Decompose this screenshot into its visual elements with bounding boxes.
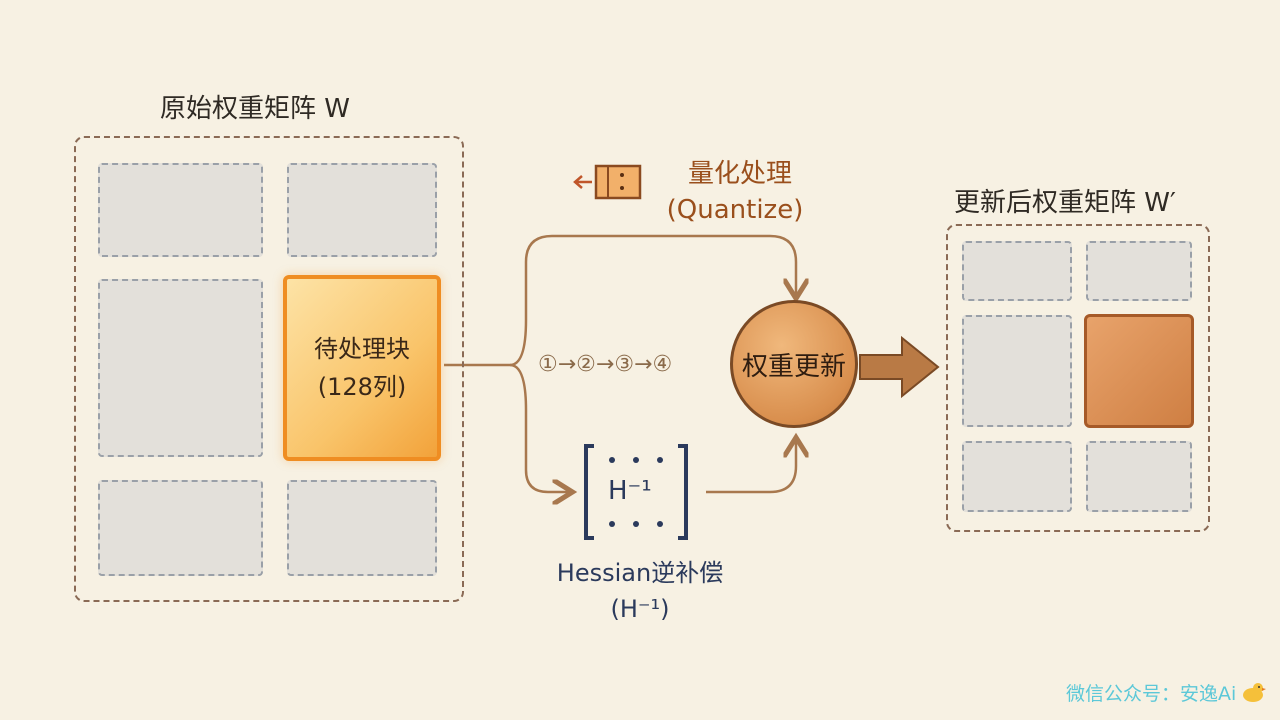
updated-block <box>1084 314 1194 428</box>
active-block-columns: (128列) <box>317 373 407 401</box>
quantize-box-icon <box>573 164 642 200</box>
quantize-sublabel: (Quantize) <box>666 195 804 225</box>
duck-icon <box>1243 683 1266 702</box>
hessian-sublabel: (H⁻¹) <box>610 595 670 623</box>
updated-matrix-title: 更新后权重矩阵 W′ <box>954 188 1176 218</box>
matrix-block <box>962 241 1072 301</box>
updated-matrix-frame <box>946 224 1210 532</box>
original-matrix-title: 原始权重矩阵 W <box>160 94 350 124</box>
matrix-block <box>98 480 263 576</box>
active-block-label: 待处理块 <box>314 335 410 363</box>
watermark: 微信公众号：安逸Ai <box>1066 683 1237 705</box>
matrix-block <box>1086 241 1192 301</box>
quantize-label: 量化处理 <box>687 159 792 189</box>
active-block: 待处理块 (128列) <box>283 275 441 461</box>
update-output-arrow <box>859 335 940 399</box>
matrix-block <box>98 279 263 457</box>
matrix-block <box>1086 441 1192 512</box>
matrix-block <box>962 441 1072 512</box>
hessian-to-update-arrow <box>706 440 796 494</box>
update-node: 权重更新 <box>730 300 858 428</box>
hessian-label: Hessian逆补偿 <box>556 559 724 587</box>
update-node-label: 权重更新 <box>741 351 846 382</box>
matrix-block <box>287 163 437 257</box>
hessian-matrix-symbol: H⁻¹ <box>608 476 652 506</box>
original-matrix-frame <box>74 136 464 602</box>
hessian-matrix-icon: H⁻¹ <box>580 442 692 542</box>
matrix-block <box>98 163 263 257</box>
hessian-path-arrow <box>509 363 570 492</box>
matrix-block <box>962 315 1072 427</box>
steps-label: ①→②→③→④ <box>538 352 673 377</box>
matrix-block <box>287 480 437 576</box>
quantize-path-arrow <box>509 234 796 367</box>
